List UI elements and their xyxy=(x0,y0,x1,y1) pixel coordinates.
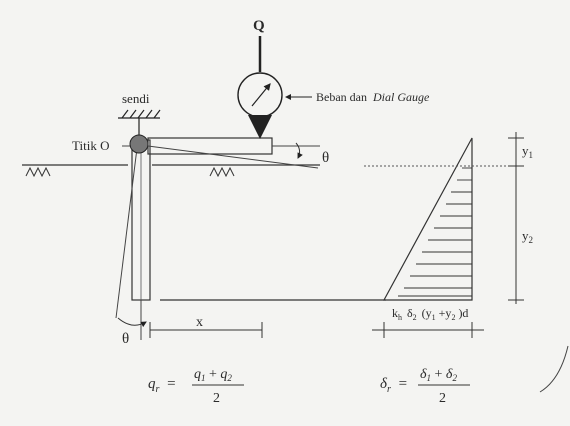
dr-formula: δr = δ1 + δ2 2 xyxy=(380,367,470,406)
soil-hatch-left xyxy=(25,166,51,178)
qr-formula: qr = q1 + q2 2 xyxy=(148,367,244,406)
y1-label: y1 xyxy=(522,143,533,160)
loading-beam xyxy=(147,137,273,155)
support-label: sendi xyxy=(122,91,150,106)
dial-gauge-icon xyxy=(237,72,283,118)
theta-beam-label: θ xyxy=(322,150,329,166)
beam-rotation-arc xyxy=(295,142,303,159)
pressure-formula-label: kh δ2 (y1 +y2 )d xyxy=(392,306,468,323)
soil-hatch-middle xyxy=(209,166,235,178)
x-dimension-label: x xyxy=(196,315,203,330)
y2-label: y2 xyxy=(522,228,533,245)
pressure-dimension xyxy=(372,322,484,338)
point-o-label: Titik O xyxy=(72,138,109,153)
pile-rotation-arc xyxy=(117,317,147,328)
dr-numerator: δ1 + δ2 xyxy=(420,367,457,385)
theta-pile-label: θ xyxy=(122,331,129,347)
dr-lhs: δr = xyxy=(380,376,407,396)
dial-gauge-label: Beban dan Dial Gauge xyxy=(316,90,430,104)
x-dimension xyxy=(149,322,263,338)
qr-denominator: 2 xyxy=(213,391,220,406)
qr-numerator: q1 + q2 xyxy=(194,367,232,385)
qr-lhs: qr = xyxy=(148,376,176,396)
y-dimension xyxy=(508,132,524,304)
rotated-beam-line xyxy=(147,145,319,169)
hinge-support-icon xyxy=(118,109,161,136)
pen-stroke xyxy=(539,345,569,393)
dr-denominator: 2 xyxy=(439,391,446,406)
point-o-hinge xyxy=(129,134,149,154)
load-q-label: Q xyxy=(253,18,265,34)
pressure-distribution xyxy=(382,137,473,301)
rotated-pile-line xyxy=(115,139,139,319)
